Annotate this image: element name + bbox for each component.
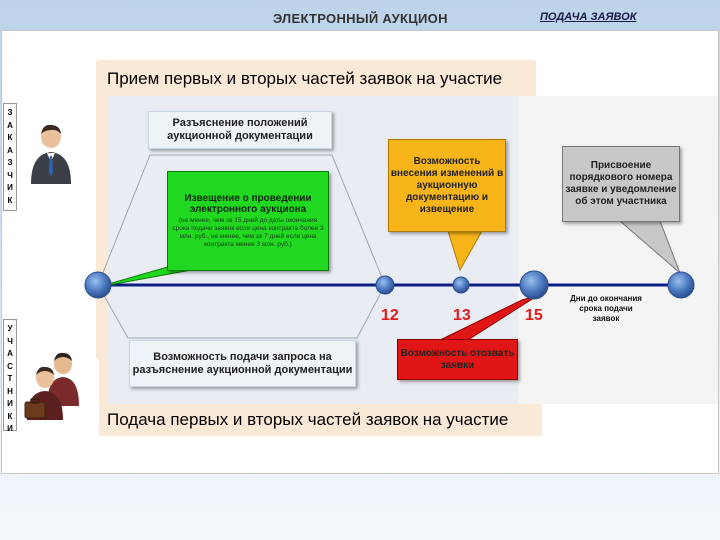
participants-letter: И (7, 424, 13, 433)
participants-letter: Т (7, 374, 13, 383)
slide-title: ЭЛЕКТРОННЫЙ АУКЦИОН (273, 11, 448, 26)
tick-label-13: 13 (453, 307, 471, 324)
participants-letter: Ч (7, 336, 13, 346)
customer-letter: К (7, 195, 13, 205)
request-box: Возможность подачи запроса на разъяснени… (129, 340, 356, 387)
number-callout-pointer (618, 220, 681, 274)
withdraw-callout-pointer (429, 295, 538, 346)
customer-letter: К (7, 133, 13, 142)
customer-letter: А (7, 145, 13, 155)
clarify-box: Разъяснение положений аукционной докумен… (148, 111, 332, 149)
participants-letter: С (7, 361, 13, 371)
customer-letter: З (7, 158, 13, 167)
day-12-node (375, 275, 395, 295)
customer-letter: З (7, 108, 13, 117)
participants-letter: Н (7, 386, 13, 396)
withdraw-box: Возможность отозвать заявки (397, 339, 518, 380)
customer-letter: И (7, 183, 13, 192)
bottom-frame-title: Подача первых и вторых частей заявок на … (107, 410, 509, 429)
participants-icon (24, 352, 79, 420)
end-node (667, 271, 695, 299)
changes-callout-pointer (447, 230, 483, 272)
notice-note: (не менее, чем за 15 дней до даты оконча… (172, 217, 324, 248)
notice-box: Извещение о проведении электронного аукц… (167, 171, 329, 271)
participants-letter: К (7, 411, 13, 421)
day-13-node (452, 276, 470, 294)
submission-link[interactable]: ПОДАЧА ЗАЯВОК (540, 11, 637, 23)
customer-letter: А (7, 120, 13, 130)
participants-letter: У (7, 324, 13, 333)
number-box: Присвоение порядкового номера заявке и у… (562, 146, 680, 222)
customer-icon (31, 124, 71, 184)
tick-label-15: 15 (525, 307, 543, 324)
notice-title: Извещение о проведении электронного аукц… (184, 193, 312, 215)
day-15-node (519, 270, 549, 300)
customer-letter: Ч (7, 170, 13, 180)
top-frame-title: Прием первых и вторых частей заявок на у… (107, 69, 503, 88)
clarify-lower-path (97, 284, 386, 339)
participants-letter: И (7, 399, 13, 408)
tick-label-12: 12 (381, 307, 399, 324)
start-node (84, 271, 112, 299)
clarify-upper-path (97, 154, 386, 286)
changes-box: Возможность внесения изменений в аукцион… (388, 139, 506, 232)
participants-letter: А (7, 349, 13, 358)
axis-label: Дни до окончания срока подачи заявок (570, 294, 642, 323)
